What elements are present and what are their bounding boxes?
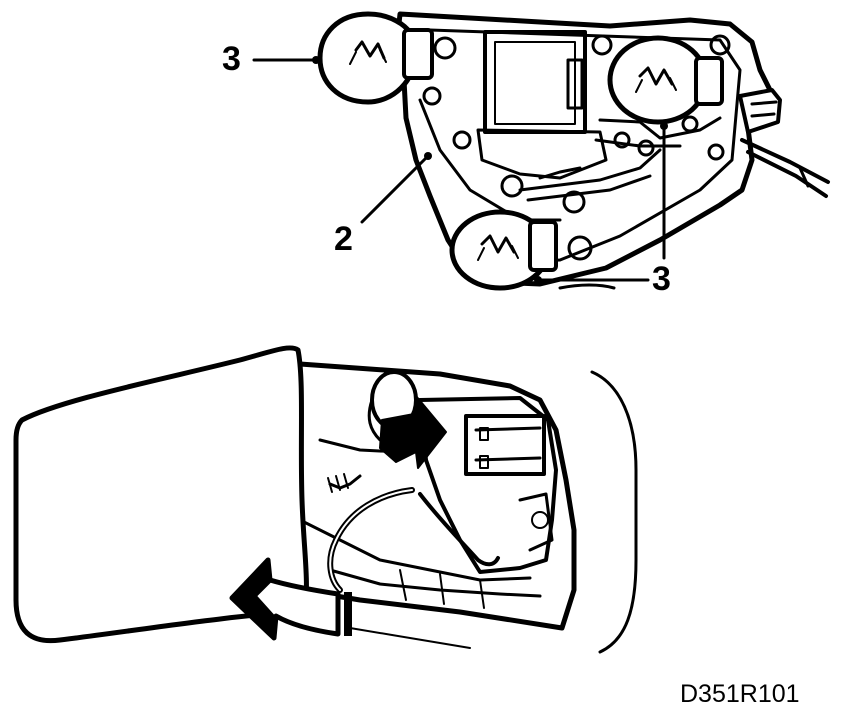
removal-arrow (380, 396, 446, 468)
body-opening (300, 364, 574, 628)
cable (742, 140, 828, 182)
callout-bulb-top-left: 3 (222, 40, 241, 78)
lamp-lens (16, 348, 306, 641)
bulb-top-left (320, 14, 432, 102)
figure-code: D351R101 (680, 680, 800, 708)
bulb-top-right (610, 38, 722, 122)
bulb-holder-assembly (254, 14, 828, 288)
connector-plug (466, 416, 544, 474)
bulb-bottom (452, 212, 556, 288)
removal-view (16, 348, 636, 652)
callout-holder: 2 (334, 220, 353, 258)
leader-2 (362, 158, 426, 222)
callout-bulbs-bottom-right: 3 (652, 260, 671, 298)
